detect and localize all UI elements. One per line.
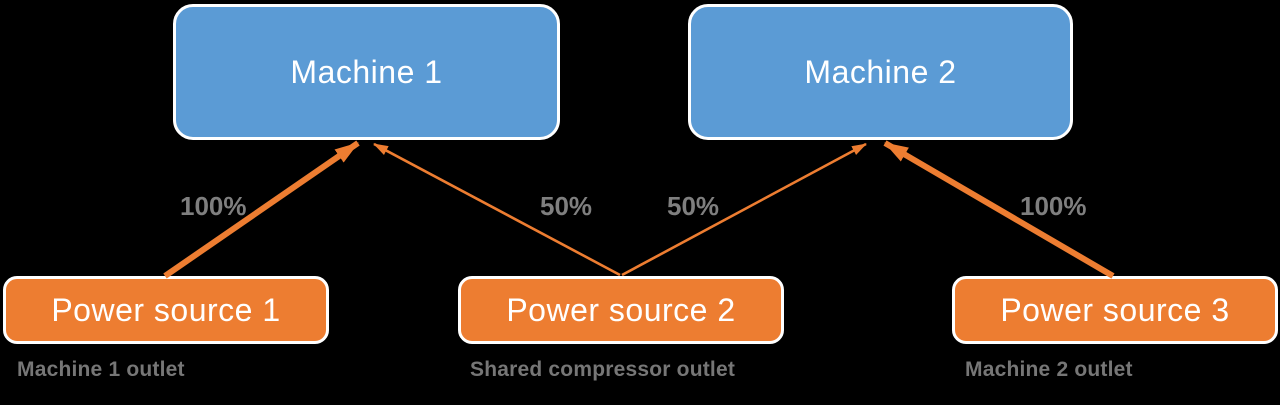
edge-percent-label-source1-machine1: 100% bbox=[180, 191, 247, 221]
edge-percent-label-source2-machine1: 50% bbox=[540, 191, 593, 221]
machine-2-label: Machine 2 bbox=[804, 53, 957, 90]
power-source-3-node: Power source 3 bbox=[952, 276, 1278, 344]
machine-1-node: Machine 1 bbox=[173, 4, 560, 140]
machine-1-label: Machine 1 bbox=[290, 53, 443, 90]
arrow-source2-to-machine2 bbox=[621, 142, 867, 277]
power-source-2-node: Power source 2 bbox=[458, 276, 784, 344]
power-source-3-label: Power source 3 bbox=[1000, 291, 1230, 328]
power-source-1-label: Power source 1 bbox=[51, 291, 281, 328]
machine-2-node: Machine 2 bbox=[688, 4, 1073, 140]
edge-percent-label-source3-machine2: 100% bbox=[1020, 191, 1087, 221]
power-source-2-label: Power source 2 bbox=[506, 291, 736, 328]
power-source-3-caption: Machine 2 outlet bbox=[965, 358, 1133, 381]
edge-percent-label-source2-machine2: 50% bbox=[667, 191, 720, 221]
power-source-1-node: Power source 1 bbox=[3, 276, 329, 344]
power-source-1-caption: Machine 1 outlet bbox=[17, 358, 185, 381]
power-source-2-caption: Shared compressor outlet bbox=[470, 358, 736, 381]
